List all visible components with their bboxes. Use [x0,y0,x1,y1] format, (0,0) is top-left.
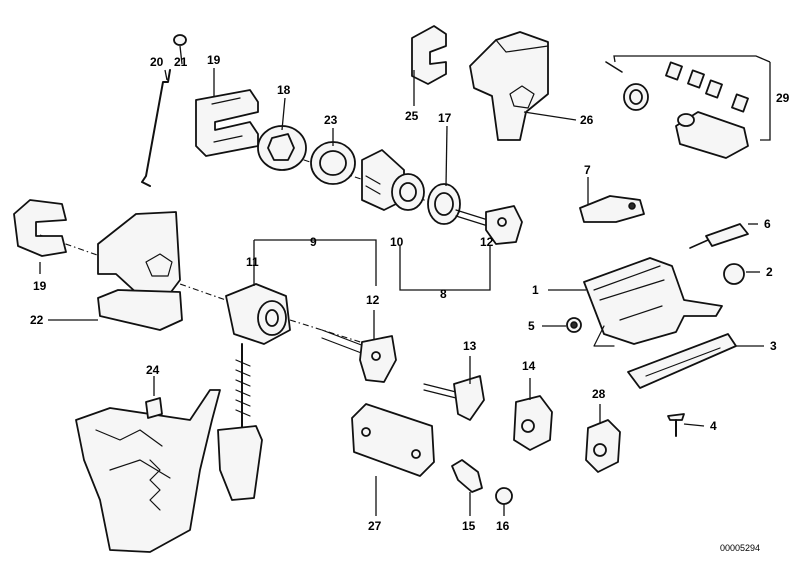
part-4-screw [667,413,685,437]
part-21-clip [173,34,187,46]
part-11-lock-barrel [217,283,291,501]
callout-22: 22 [30,313,44,327]
part-12-key-lower [321,329,397,383]
part-18-washer [257,125,307,171]
callout-14: 14 [522,359,536,373]
part-19-lower-bracket [13,199,67,257]
part-25-bracket [411,25,447,85]
part-27-gasket [351,403,435,477]
callout-7: 7 [584,163,591,177]
part-24-latch-mechanism [75,389,221,553]
callout-17: 17 [438,111,452,125]
callout-9: 9 [310,235,317,249]
callout-6: 6 [764,217,771,231]
callout-3: 3 [770,339,777,353]
callout-19-lower: 19 [33,279,47,293]
callout-20: 20 [150,55,164,69]
part-28-cap [585,419,621,473]
callout-28: 28 [592,387,606,401]
leader-lines [39,45,764,516]
callout-23: 23 [324,113,338,127]
callout-1: 1 [532,283,539,297]
callout-25: 25 [405,109,419,123]
callout-2: 2 [766,265,773,279]
part-2-cap [723,263,745,285]
callout-8: 8 [440,287,447,301]
callout-4: 4 [710,419,717,433]
callout-19-upper: 19 [207,53,221,67]
callout-16: 16 [496,519,510,533]
callout-10: 10 [390,235,404,249]
callout-21: 21 [174,55,188,69]
part-15-screw [451,459,483,493]
part-13-key [423,375,485,421]
part-5-nut [566,317,582,333]
part-16-plug [495,487,513,505]
part-17-bezel [427,183,461,225]
document-number: 00005294 [720,543,760,553]
part-7-plate [579,195,645,223]
callout-27: 27 [368,519,382,533]
part-20-rod [141,69,171,187]
part-26-cover [469,31,549,141]
part-29-kit [605,55,771,159]
callout-24: 24 [146,363,160,377]
callout-26: 26 [580,113,594,127]
part-19-upper-bracket [195,89,259,157]
callout-15: 15 [462,519,476,533]
part-3-handle [627,333,737,389]
callout-13: 13 [463,339,477,353]
callout-labels: 20 21 19 18 23 25 17 26 29 7 6 10 12 9 1… [30,53,790,553]
part-22-bracket [97,211,183,331]
part-1-lock-assembly [583,257,723,347]
callout-29: 29 [776,91,790,105]
part-10-lock-cylinder [361,149,425,211]
part-23-ring [310,141,356,185]
part-6-stud [689,223,749,249]
callout-11: 11 [246,255,259,269]
callout-12-upper: 12 [480,235,494,249]
callout-5: 5 [528,319,535,333]
callout-12-lower: 12 [366,293,380,307]
part-12-key-upper [455,205,523,245]
part-14-housing [513,395,553,451]
callout-18: 18 [277,83,291,97]
